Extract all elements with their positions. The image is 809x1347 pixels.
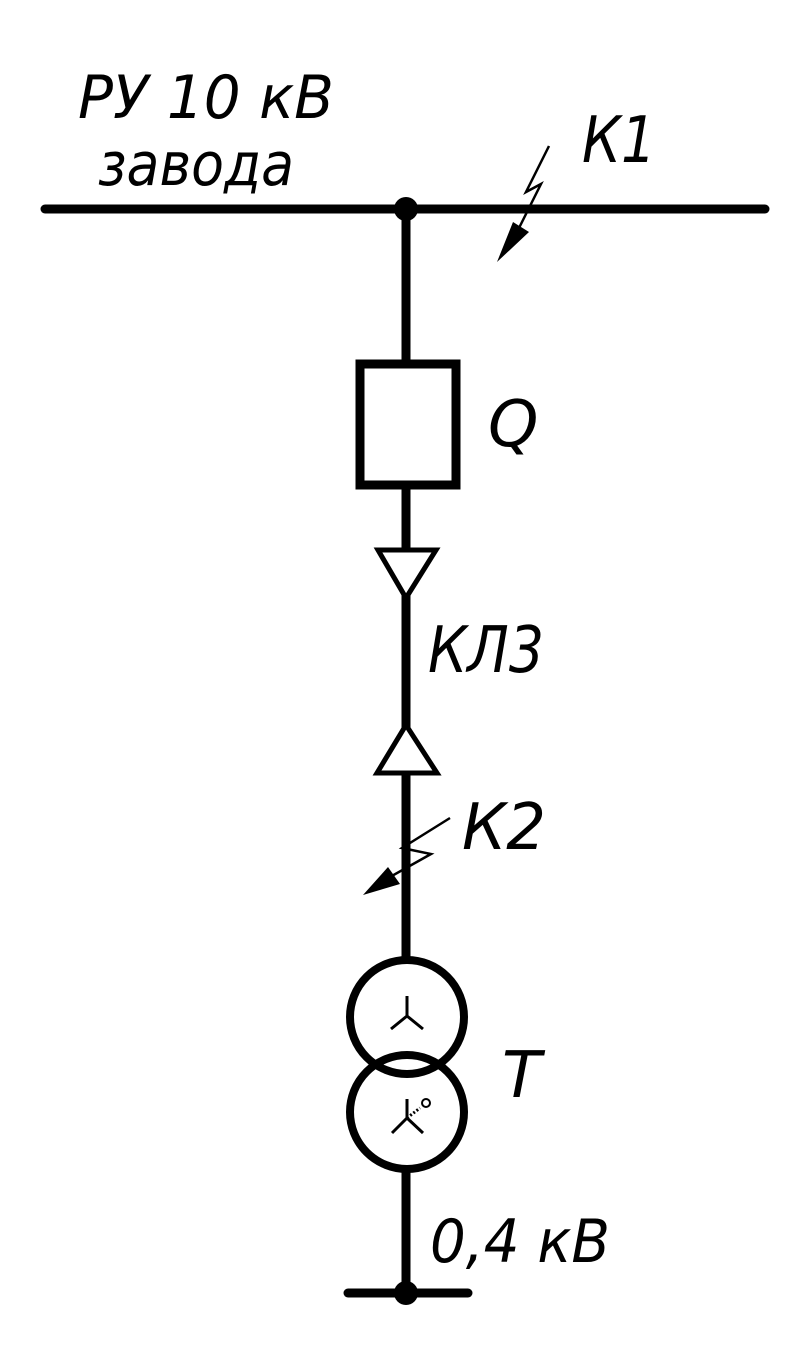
cable-line-label: КЛ3: [428, 614, 544, 688]
low-voltage-label: 0,4 кВ: [430, 1207, 610, 1277]
cable-termination-upper: [373, 547, 441, 603]
fault-k1-symbol: [497, 145, 551, 262]
lower-bus-junction-dot: [394, 1281, 418, 1305]
fault-k2-symbol: [363, 816, 451, 895]
star-connection-icon: [390, 996, 424, 1031]
busbar-label-line2: завода: [98, 130, 294, 200]
busbar-label-line1: РУ 10 кВ: [78, 63, 334, 133]
circuit-breaker-box: [355, 359, 461, 490]
transformer-winding-hv: [346, 956, 468, 1078]
fault-k1-label: К1: [582, 104, 656, 178]
transformer-symbol: [346, 956, 468, 1173]
cable-termination-lower: [372, 720, 442, 776]
transformer-label: T: [502, 1039, 546, 1113]
fault-k2-label: К2: [462, 791, 546, 865]
transformer-winding-lv: [346, 1051, 468, 1173]
star-neutral-connection-icon: [390, 1098, 431, 1135]
breaker-label: Q: [488, 388, 538, 462]
